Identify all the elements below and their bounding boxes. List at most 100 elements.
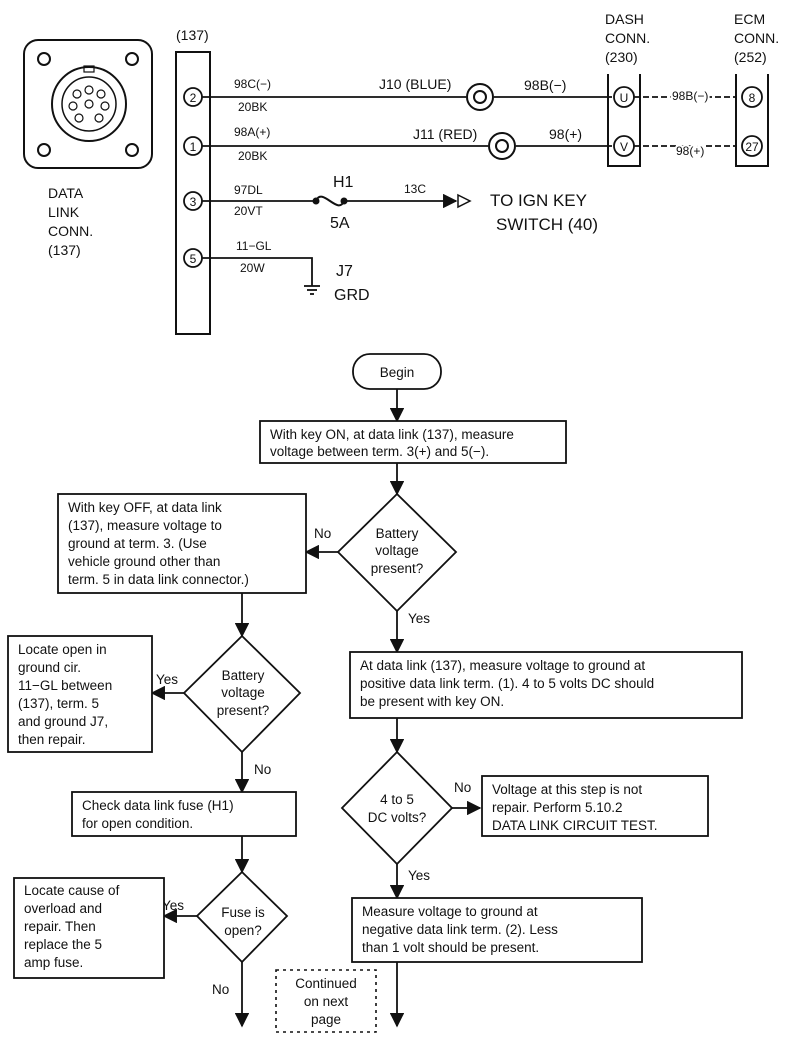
svg-text:be present with key ON.: be present with key ON. [360,694,504,709]
svg-text:(137), term. 5: (137), term. 5 [18,696,99,711]
flow-check-fuse: Check data link fuse (H1) for open condi… [71,791,297,837]
svg-text:then repair.: then repair. [18,732,86,747]
flow-locate-open: Locate open in ground cir. 11−GL between… [7,635,153,753]
svg-text:ground at term. 3. (Use: ground at term. 3. (Use [68,536,207,551]
ecm-conn-body [735,74,769,167]
svg-text:2: 2 [190,91,197,105]
flow-step-negative: Measure voltage to ground at negative da… [351,897,643,963]
svg-text:J11 (RED): J11 (RED) [413,126,477,142]
ecm-pin-8: 8 [741,86,763,108]
svg-text:LINK: LINK [48,204,80,220]
svg-text:overload and: overload and [24,901,102,916]
svg-text:than 1 volt should be present.: than 1 volt should be present. [362,940,539,955]
svg-text:DATA LINK CIRCUIT TEST.: DATA LINK CIRCUIT TEST. [492,818,658,833]
ecm-pin-27: 27 [741,135,763,157]
svg-text:and ground J7,: and ground J7, [18,714,108,729]
label-no-1: No [314,526,331,541]
svg-text:13C: 13C [404,182,426,196]
pin-1: 1 [183,136,203,156]
svg-text:U: U [620,91,629,105]
svg-text:98C(−): 98C(−) [234,77,271,91]
wire-98b-ecm: 98B(−) [634,87,736,105]
svg-text:3: 3 [190,195,197,209]
dash-pin-v: V [613,135,635,157]
data-link-conn-label: DATA LINK CONN. (137) [48,185,93,258]
pin-5: 5 [183,248,203,268]
svg-text:present?: present? [371,561,424,576]
svg-text:98(+): 98(+) [676,144,704,158]
svg-text:page: page [311,1012,341,1027]
label-yes-fuse: Yes [162,898,184,913]
svg-text:CONN.: CONN. [48,223,93,239]
flow-step-key-on: With key ON, at data link (137), measure… [259,420,567,464]
svg-text:H1: H1 [333,174,354,191]
flow-step-key-off: With key OFF, at data link (137), measur… [57,493,307,594]
flow-begin: Begin [352,353,442,390]
fuse-h1: H1 5A [312,174,354,232]
label-no-2: No [254,762,271,777]
svg-text:Check data link fuse (H1): Check data link fuse (H1) [82,798,234,813]
svg-text:for open condition.: for open condition. [82,816,193,831]
svg-text:amp fuse.: amp fuse. [24,955,83,970]
wire-97dl: 97DL 20VT 13C [202,182,458,218]
svg-text:5A: 5A [330,215,350,232]
svg-text:Voltage at this step is not: Voltage at this step is not [492,782,642,797]
connector-face-drawing [23,39,153,169]
connector-137-body [175,51,211,335]
svg-text:98(+): 98(+) [549,126,582,142]
svg-text:negative data link term. (2).: negative data link term. (2). Less [362,922,558,937]
label-yes-dc: Yes [408,868,430,883]
svg-text:voltage: voltage [221,685,265,700]
splice-j11 [488,132,516,160]
svg-text:DC volts?: DC volts? [368,810,427,825]
svg-text:DASH: DASH [605,11,644,27]
svg-text:11−GL: 11−GL [236,239,272,253]
svg-text:Battery: Battery [222,668,265,683]
svg-text:27: 27 [745,140,759,154]
svg-text:CONN.: CONN. [605,30,650,46]
flow-decision-fuse: Fuse is open? [195,870,289,964]
flow-decision-dc: 4 to 5 DC volts? [340,750,454,866]
label-no-dc: No [454,780,471,795]
dash-pin-u: U [613,86,635,108]
svg-text:1: 1 [190,140,197,154]
svg-text:DATA: DATA [48,185,84,201]
svg-text:With key ON, at data link (137: With key ON, at data link (137), measure [270,427,514,442]
dash-conn-label: DASH CONN. (230) [605,11,650,65]
flow-decision-battery-2: Battery voltage present? [182,634,302,754]
flow-connectors [150,389,482,1028]
svg-text:SWITCH (40): SWITCH (40) [496,215,598,234]
svg-text:20W: 20W [240,261,265,275]
ground-j7-label: J7 GRD [334,263,370,304]
ign-switch-label: TO IGN KEY SWITCH (40) [490,191,598,234]
svg-text:(252): (252) [734,49,767,65]
svg-text:Locate open in: Locate open in [18,642,107,657]
flow-voltage-not-repair: Voltage at this step is not repair. Perf… [481,775,709,837]
svg-text:replace the 5: replace the 5 [24,937,102,952]
svg-text:Fuse is: Fuse is [221,905,265,920]
svg-text:(137): (137) [48,242,81,258]
wire-98a: 98A(+) 20BK J11 (RED) 98(+) [202,125,612,163]
label-no-fuse: No [212,982,229,997]
svg-text:4 to 5: 4 to 5 [380,792,414,807]
wire-11gl: 11−GL 20W [202,239,313,286]
svg-text:20BK: 20BK [238,149,267,163]
svg-text:ground cir.: ground cir. [18,660,81,675]
svg-text:Begin: Begin [380,365,415,380]
svg-text:8: 8 [749,91,756,105]
pin-3: 3 [183,191,203,211]
svg-text:present?: present? [217,703,270,718]
svg-text:(137), measure voltage to: (137), measure voltage to [68,518,222,533]
wire-98c: 98C(−) 20BK J10 (BLUE) 98B(−) [202,76,612,114]
svg-text:20VT: 20VT [234,204,263,218]
svg-text:98A(+): 98A(+) [234,125,270,139]
svg-text:TO IGN KEY: TO IGN KEY [490,191,587,210]
svg-text:CONN.: CONN. [734,30,779,46]
label-yes-1: Yes [408,611,430,626]
svg-text:repair. Then: repair. Then [24,919,96,934]
svg-text:J7: J7 [336,263,353,280]
ign-arrow-icon [457,193,472,209]
svg-text:Measure voltage to ground at: Measure voltage to ground at [362,904,538,919]
svg-text:Locate cause of: Locate cause of [24,883,120,898]
